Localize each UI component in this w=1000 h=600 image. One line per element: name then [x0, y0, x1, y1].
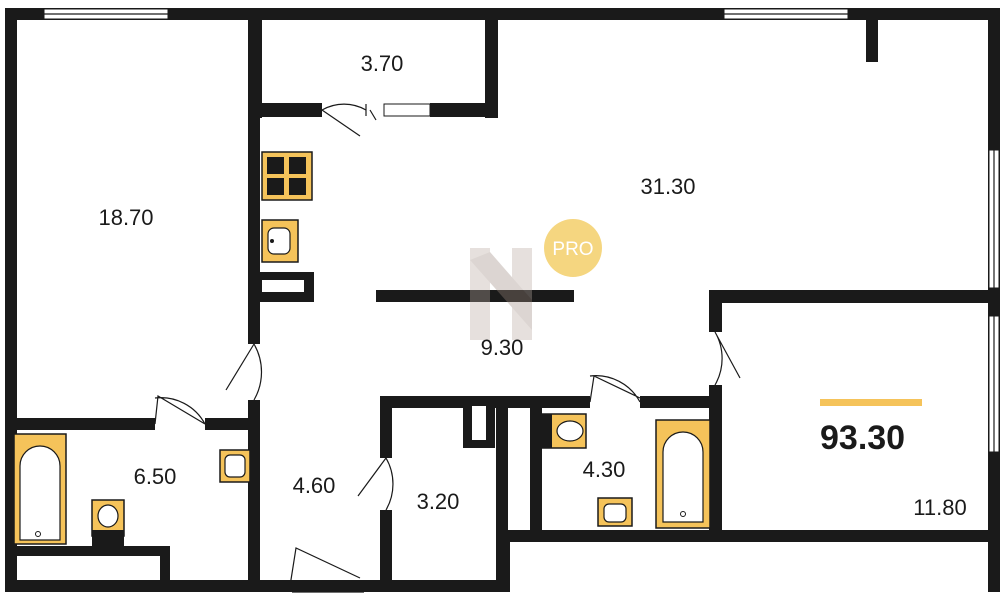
- room-area-bedroom: 18.70: [98, 205, 153, 230]
- toilet-left-icon: [91, 499, 125, 546]
- room-area-bedroom-right: 11.80: [913, 495, 966, 520]
- doors: [154, 103, 741, 593]
- total-area-accent-bar: [820, 399, 922, 406]
- h-logo-watermark: [470, 248, 532, 340]
- interior-walls: [5, 8, 1000, 592]
- room-area-corridor: 4.60: [293, 473, 336, 498]
- toilet-right-icon: [539, 413, 587, 449]
- room-area-bathroom-right: 4.30: [583, 457, 626, 482]
- sink-right-icon: [597, 497, 633, 527]
- bathtub-left-icon: [13, 433, 67, 545]
- room-area-hall: 9.30: [481, 335, 524, 360]
- room-area-storage: 3.70: [361, 51, 404, 76]
- room-area-bathroom-left: 6.50: [134, 464, 177, 489]
- total-area: 93.30: [820, 419, 905, 457]
- kitchen-sink-icon: [261, 219, 299, 263]
- pro-badge: PRO: [544, 219, 602, 277]
- windows: [43, 8, 1000, 453]
- room-area-closet: 3.20: [417, 489, 460, 514]
- pro-badge-text: PRO: [552, 239, 593, 260]
- stove-icon: [261, 151, 313, 201]
- room-area-living: 31.30: [640, 174, 695, 199]
- bathtub-right-icon: [655, 419, 711, 529]
- sink-left-icon: [219, 449, 251, 483]
